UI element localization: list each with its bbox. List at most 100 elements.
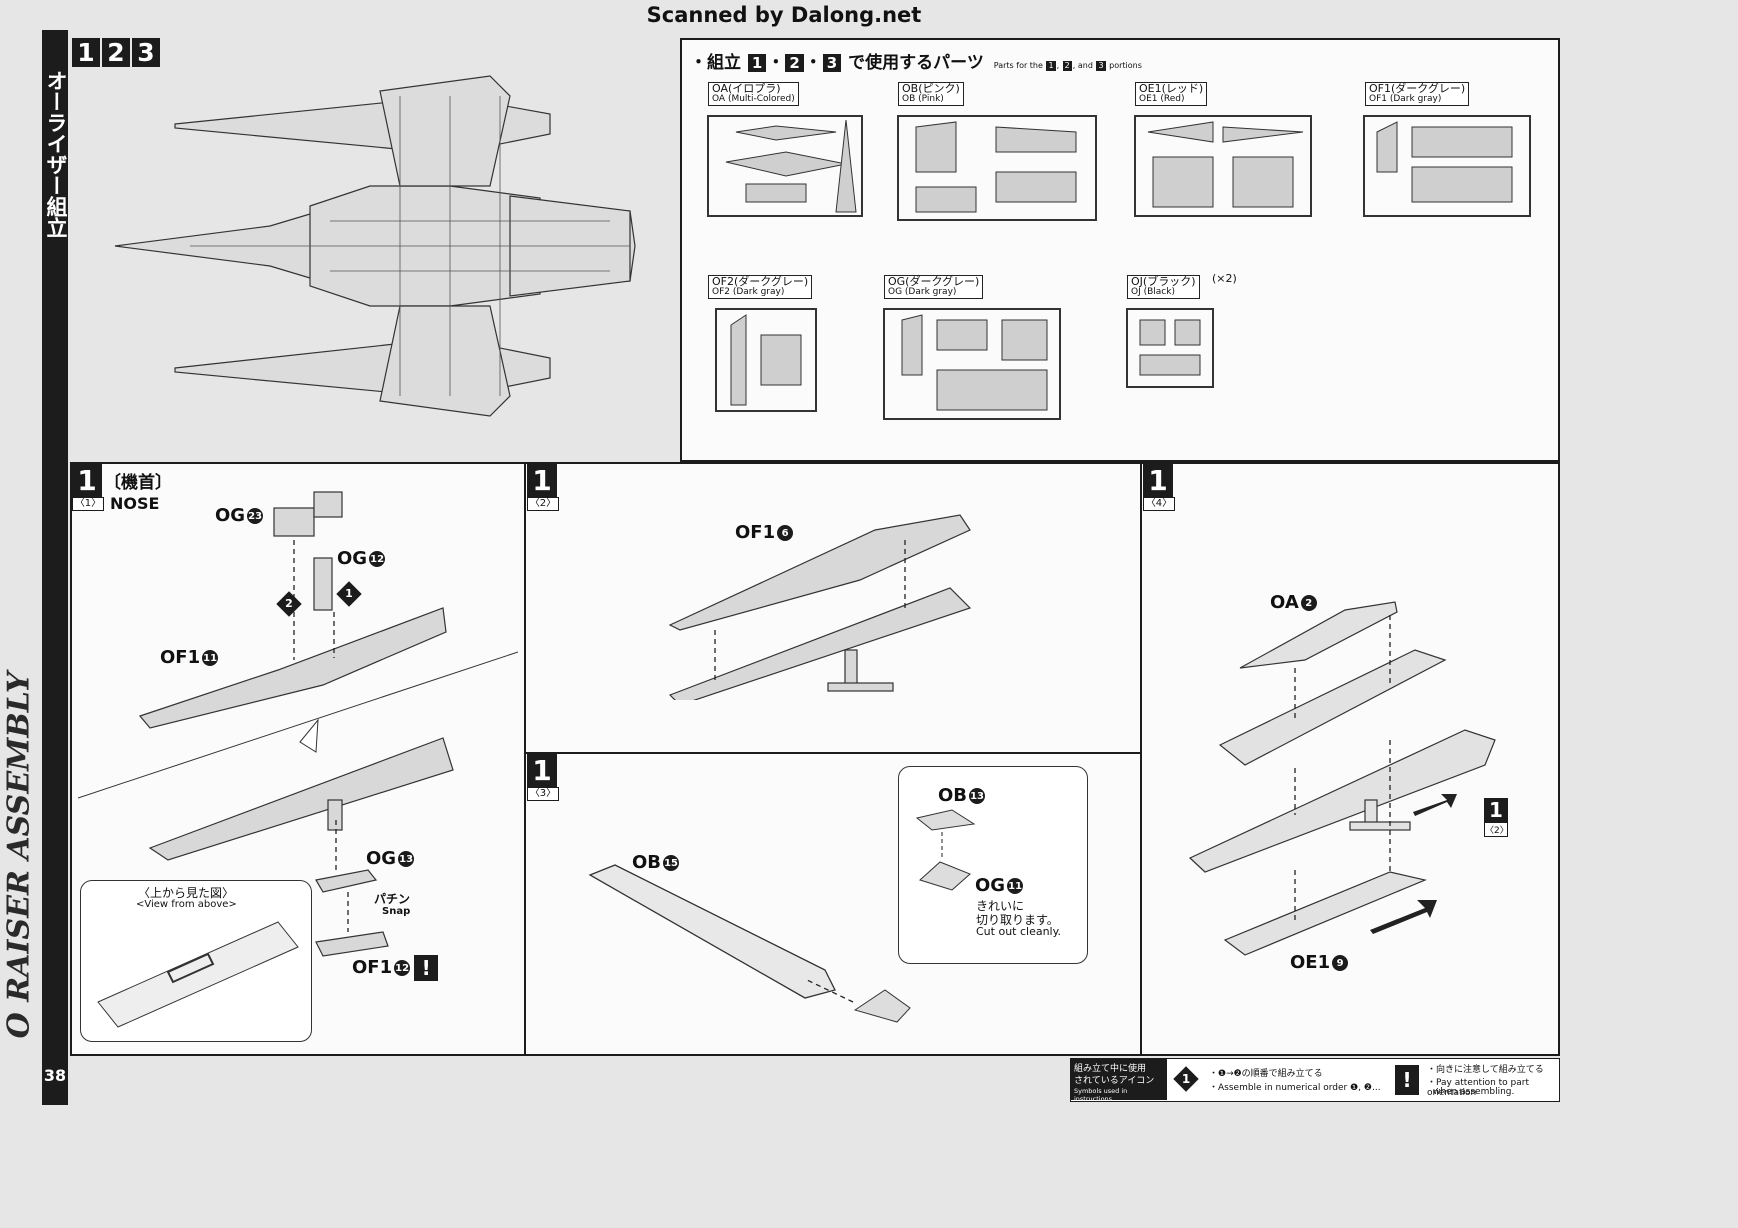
sidebar-rail — [42, 30, 68, 1105]
view-from-above-diagram — [97, 921, 299, 1028]
runner-of1-image — [1363, 115, 1531, 217]
runner-oa-en: OA (Multi-Colored) — [712, 94, 795, 104]
step-1-2-panel — [524, 462, 1142, 754]
legend-title-en: Symbols used in instructions — [1074, 1087, 1128, 1103]
ref-step-1-2: 1 〈2〉 — [1484, 798, 1509, 837]
cut-cleanly-diagram — [915, 809, 976, 891]
step-1-4-number: 1 — [1143, 464, 1173, 498]
runner-oe1-en: OE1 (Red) — [1139, 94, 1185, 104]
step-1-1-number: 1 — [72, 464, 102, 498]
legend-title-box: 組み立て中に使用 されているアイコン Symbols used in instr… — [1071, 1059, 1167, 1103]
header-step-numbers: 1 2 3 — [72, 38, 160, 67]
part-ob-13-num: 13 — [969, 788, 986, 804]
runner-oj-jp: OJ(ブラック) — [1131, 275, 1196, 288]
step-1-3-sub: 〈3〉 — [527, 787, 559, 801]
step-1-1-title-jp: 〔機首〕 — [104, 473, 172, 493]
runner-oa-jp: OA(イロプラ) — [712, 82, 781, 95]
part-oe1-9-runner: OE1 — [1290, 952, 1331, 973]
step-1-2-sub: 〈2〉 — [527, 497, 559, 511]
parts-step-1: 1 — [747, 54, 767, 72]
view-from-above-en: <View from above> — [136, 899, 237, 910]
step-1-2-diagram — [668, 514, 972, 700]
snap-label-jp: パチン — [374, 892, 411, 906]
runner-of1-en: OF1 (Dark gray) — [1369, 94, 1442, 104]
runner-oj-qty: (×2) — [1212, 272, 1237, 285]
cut-cleanly-jp-2: 切り取ります。 — [976, 913, 1059, 927]
runner-oa-image — [707, 115, 863, 217]
legend-title-jp-2: されているアイコン — [1074, 1076, 1155, 1086]
runner-of2-image — [715, 308, 817, 412]
runner-ob-en: OB (Pink) — [902, 94, 944, 104]
parts-title: ・組立 1・2・3 で使用するパーツ Parts for the 1, 2, a… — [690, 53, 1142, 73]
parts-en-step-3: 3 — [1096, 61, 1106, 71]
parts-en-step-1: 1 — [1046, 61, 1056, 71]
parts-step-3: 3 — [822, 54, 842, 72]
section-title-jp: オーライザー組立 — [44, 70, 68, 238]
cut-cleanly-en: Cut out cleanly. — [976, 925, 1062, 938]
step-1-1-title-en: NOSE — [110, 494, 160, 513]
step-1-1-sub: 〈1〉 — [72, 497, 104, 511]
runner-oj-en: OJ (Black) — [1131, 287, 1175, 297]
part-of1-6-runner: OF1 — [735, 522, 776, 543]
part-og-23-num: 23 — [247, 508, 264, 524]
cut-cleanly-callout — [898, 766, 1088, 964]
step-1-3-diagram — [588, 864, 911, 1023]
part-of1-12-runner: OF1 — [352, 957, 393, 978]
cut-cleanly-jp-1: きれいに — [976, 899, 1025, 913]
orientation-warning-icon: ! — [414, 955, 439, 981]
step-1-4-sub: 〈4〉 — [1143, 497, 1175, 511]
snap-label-en: Snap — [382, 906, 411, 917]
step-1-4-diagram — [1188, 601, 1496, 956]
legend-warn-en-1: ・Pay attention to part orientation — [1427, 1078, 1529, 1098]
parts-step-2: 2 — [785, 54, 804, 72]
parts-panel — [680, 38, 1560, 462]
icon-legend: 組み立て中に使用 されているアイコン Symbols used in instr… — [1070, 1058, 1560, 1103]
part-og-12-num: 12 — [369, 551, 386, 567]
part-ob-13-runner: OB — [938, 785, 968, 806]
runner-oe1-image — [1134, 115, 1312, 217]
legend-order-icon: 1 — [1173, 1066, 1199, 1092]
step-number-2: 2 — [102, 38, 130, 67]
ref-step-number: 1 — [1484, 798, 1508, 822]
view-from-above-jp: 〈上から見た図〉 — [138, 886, 235, 900]
part-oa-2-runner: OA — [1270, 592, 1299, 613]
runner-of1-jp: OF1(ダークグレー) — [1369, 82, 1466, 95]
parts-en-step-2: 2 — [1062, 61, 1072, 71]
part-oe1-9-num: 9 — [1332, 955, 1349, 971]
section-title-en: O RAISER ASSEMBLY — [1, 671, 37, 1039]
scan-credit: Scanned by Dalong.net — [646, 3, 922, 27]
runner-og-image — [883, 308, 1061, 420]
runner-ob-image — [897, 115, 1097, 221]
part-og-11-num: 11 — [1007, 878, 1024, 894]
part-og-11-runner: OG — [975, 875, 1006, 896]
runner-label-oa: OA(イロプラ)OA (Multi-Colored) — [708, 82, 799, 106]
o-raiser-top-view — [114, 75, 636, 417]
nose-assembly-diagram — [78, 491, 518, 957]
page-number: 38 — [43, 1066, 67, 1085]
overview-panel — [70, 36, 682, 462]
step-1-3-number: 1 — [527, 754, 557, 788]
runner-oj-image — [1126, 308, 1214, 388]
legend-warn-en-2: when assembling. — [1433, 1087, 1515, 1097]
runner-of2-en: OF2 (Dark gray) — [712, 287, 785, 297]
runner-label-oe1: OE1(レッド)OE1 (Red) — [1135, 82, 1208, 106]
part-og-13-num: 13 — [398, 851, 415, 867]
part-ob-15-runner: OB — [632, 852, 662, 873]
step-1-4-panel — [1140, 462, 1560, 1056]
runner-ob-jp: OB(ピンク) — [902, 82, 960, 95]
part-og-23-runner: OG — [215, 505, 246, 526]
legend-warn-icon: ! — [1395, 1065, 1419, 1095]
part-og-12-runner: OG — [337, 548, 368, 569]
part-of1-12-num: 12 — [394, 960, 411, 976]
part-ob-15-num: 15 — [663, 855, 680, 871]
parts-title-en-prefix: Parts for the — [993, 61, 1043, 70]
step-1-2-number: 1 — [527, 464, 557, 498]
